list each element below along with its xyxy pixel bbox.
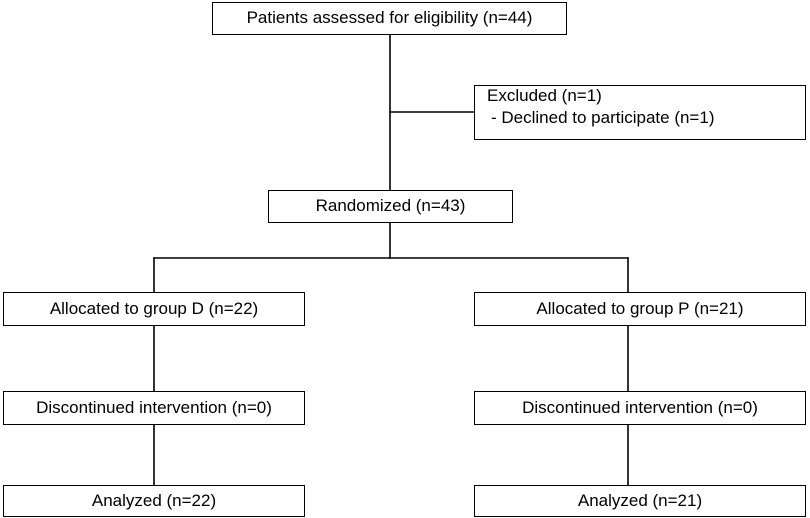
allocated-group-d-box: Allocated to group D (n=22) [3, 292, 305, 326]
randomized-box: Randomized (n=43) [268, 190, 513, 223]
allocated-group-p-box: Allocated to group P (n=21) [474, 292, 806, 326]
analyzed-group-d-box: Analyzed (n=22) [3, 485, 305, 517]
analyzed-group-p-label: Analyzed (n=21) [577, 490, 703, 510]
excluded-box: Excluded (n=1) - Declined to participate… [474, 85, 806, 140]
discontinued-group-d-label: Discontinued intervention (n=0) [36, 397, 272, 417]
allocated-group-d-label: Allocated to group D (n=22) [49, 298, 259, 318]
randomized-label: Randomized (n=43) [315, 196, 466, 216]
excluded-title: Excluded (n=1) [487, 86, 602, 105]
excluded-reason: - Declined to participate (n=1) [491, 108, 715, 128]
discontinued-group-p-label: Discontinued intervention (n=0) [522, 397, 758, 417]
analyzed-group-d-label: Analyzed (n=22) [91, 490, 217, 510]
discontinued-group-p-box: Discontinued intervention (n=0) [474, 391, 806, 425]
allocated-group-p-label: Allocated to group P (n=21) [536, 298, 744, 318]
analyzed-group-p-box: Analyzed (n=21) [474, 485, 806, 517]
assessed-label: Patients assessed for eligibility (n=44) [246, 8, 533, 28]
assessed-box: Patients assessed for eligibility (n=44) [212, 2, 567, 35]
discontinued-group-d-box: Discontinued intervention (n=0) [3, 391, 305, 425]
